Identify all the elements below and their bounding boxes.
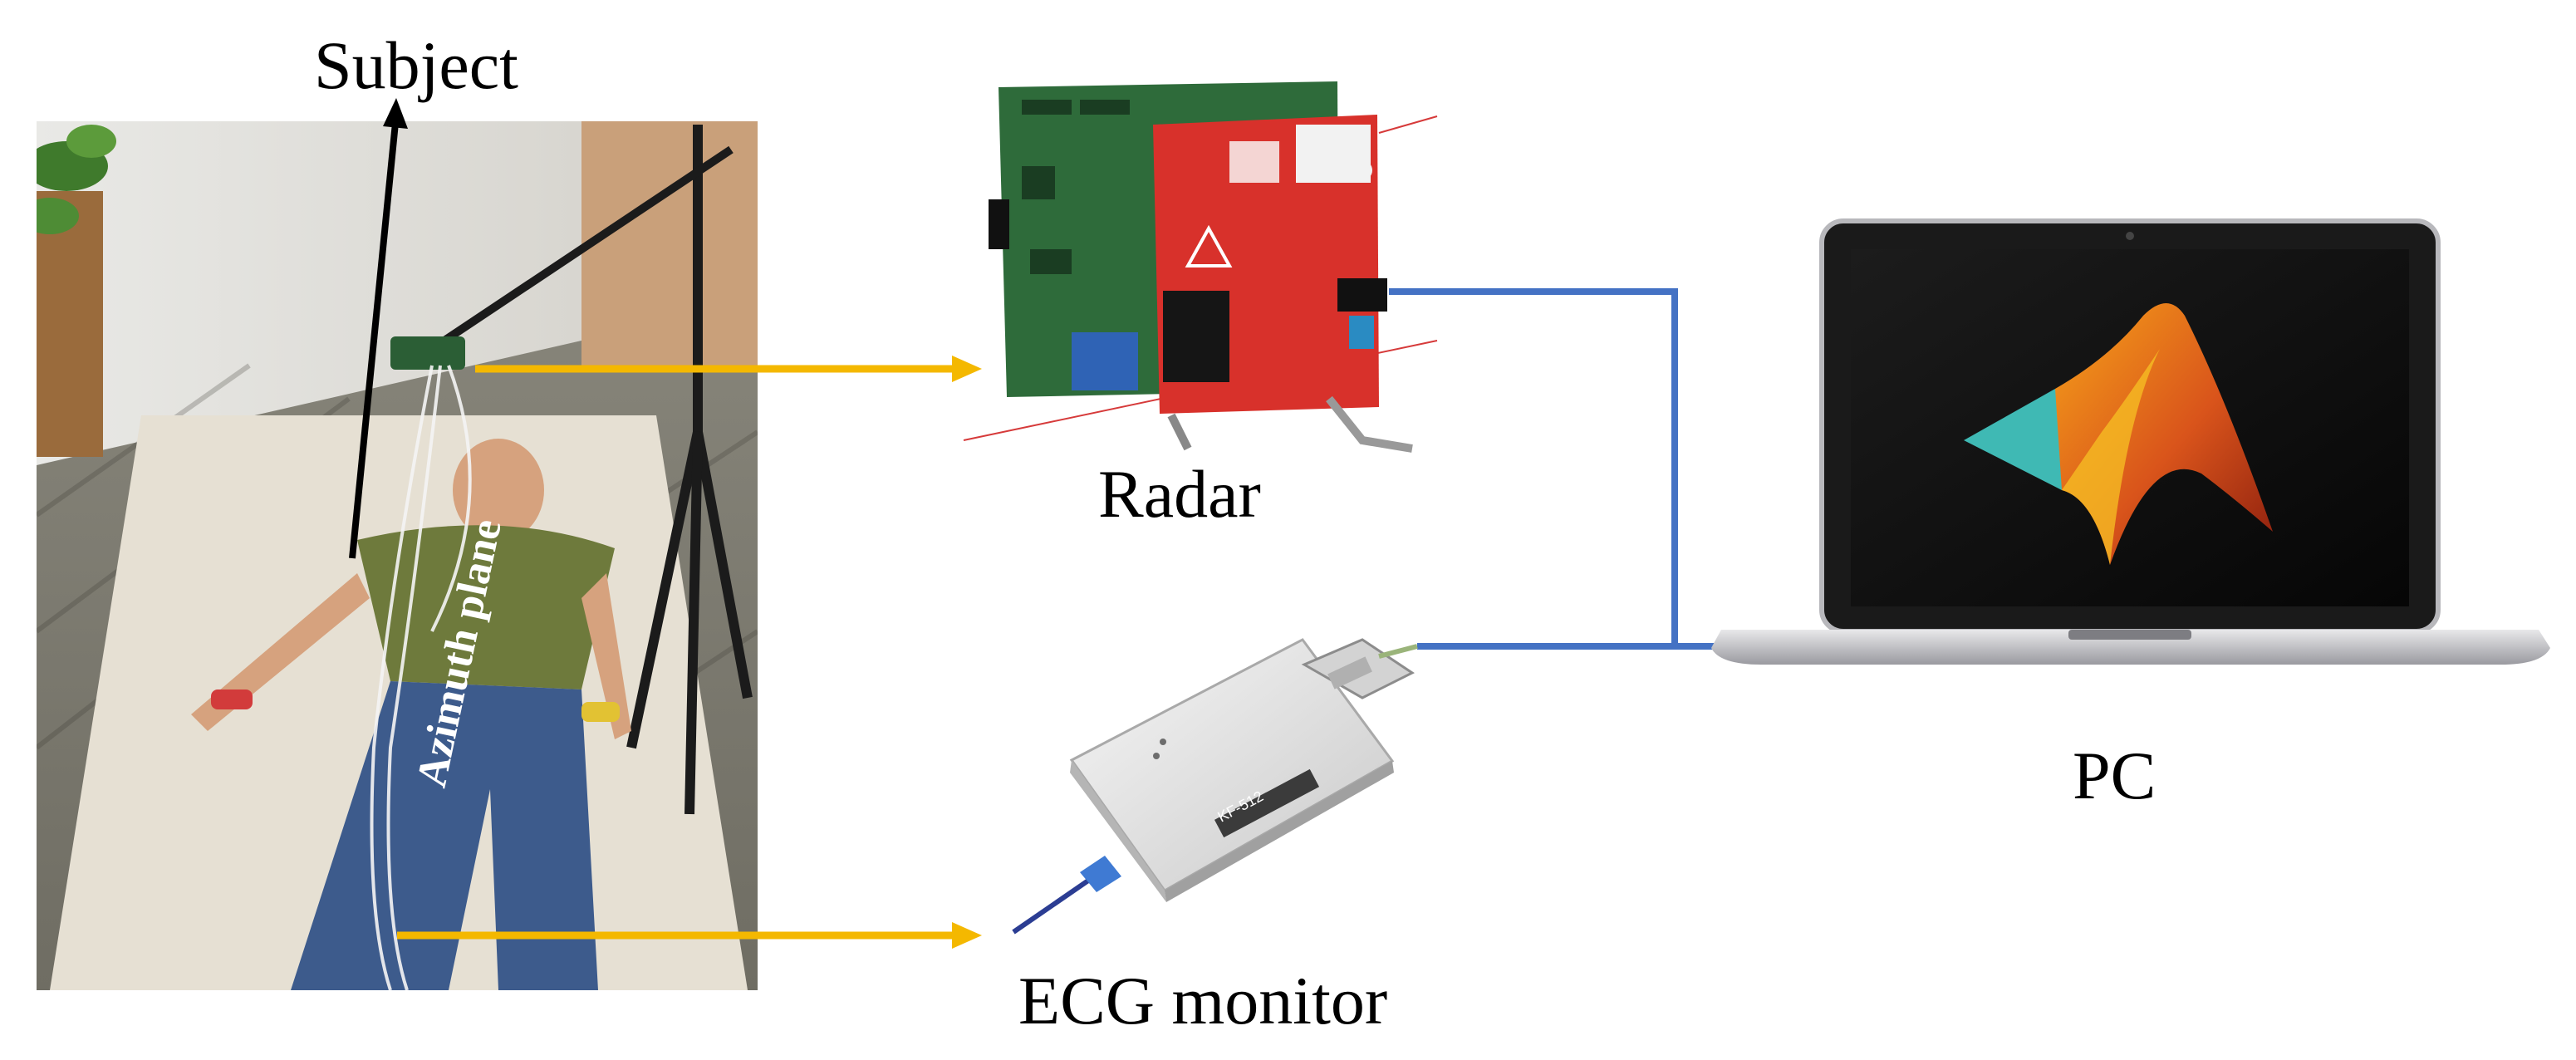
pc-label: PC <box>2073 738 2156 813</box>
laptop-matlab-icon <box>1711 218 2550 665</box>
mounted-radar <box>390 336 465 370</box>
ecg-device-icon: KF-512 <box>1012 638 1418 935</box>
radar-board-icon <box>963 81 1438 453</box>
radar-label: Radar <box>1098 456 1261 532</box>
matlab-logo <box>1964 303 2273 565</box>
ecg-signal-arrow <box>397 922 982 949</box>
data-cable <box>1389 288 1730 650</box>
subject-person <box>191 439 631 990</box>
plant <box>37 125 116 234</box>
wires <box>370 365 472 990</box>
subject-photo: Azimuth plane <box>37 121 758 990</box>
subject-label: Subject <box>314 27 518 103</box>
ecg-connector <box>1301 638 1418 699</box>
radar-signal-arrow <box>475 356 982 382</box>
ecg-monitor-label: ECG monitor <box>1018 963 1388 1038</box>
tripod <box>429 125 753 815</box>
subject-pointer-arrow <box>349 98 408 559</box>
